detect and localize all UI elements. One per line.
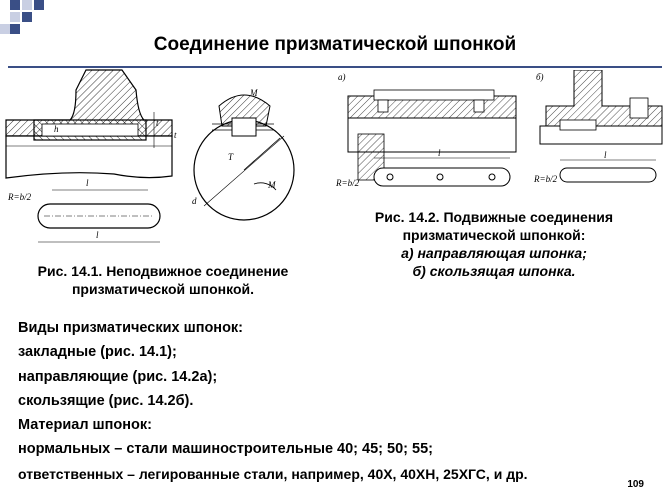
body-line-3: направляющие (рис. 14.2а); (18, 368, 218, 385)
label-d: d (192, 196, 197, 206)
body-line-2: закладные (рис. 14.1); (18, 344, 177, 361)
guide-key-plan (373, 167, 511, 187)
dim-h: h (54, 124, 59, 134)
label-mk: M (249, 88, 258, 98)
body-line-7: ответственных – легированные стали, напр… (18, 465, 528, 482)
dim-l-a: l (438, 148, 441, 158)
shaft-section (5, 135, 173, 179)
label-a: а) (338, 72, 346, 82)
figure-14-1-drawing: h t t M T d M l l R=b/2 (5, 69, 295, 243)
dim-l: l (96, 230, 99, 240)
label-t: T (228, 152, 234, 162)
body-line-4: скользящие (рис. 14.2б). (18, 392, 194, 409)
body-line-1: Виды призматических шпонок: (18, 320, 244, 336)
body-line-6: нормальных – стали машиностроительные 40… (18, 441, 433, 458)
sliding-shaft (539, 125, 663, 145)
dim-t1: t (156, 118, 159, 128)
corner-decoration (0, 0, 60, 36)
figure-14-2-drawing: а) б) l R=b/2 l R=b/2 (335, 70, 663, 188)
page-number: 109 (627, 479, 644, 490)
key-cross (231, 117, 257, 137)
dim-r: R=b/2 (7, 192, 32, 202)
sliding-key-plan (559, 167, 657, 183)
dim-t2: t (174, 130, 177, 140)
figure-14-1-caption: Рис. 14.1. Неподвижное соединение призма… (37, 263, 289, 297)
label-mk2: M (267, 180, 276, 190)
label-b: б) (536, 72, 544, 82)
dim-l-b: l (604, 150, 607, 160)
title-divider (8, 66, 662, 68)
slide-title: Соединение призматической шпонкой (153, 34, 517, 55)
dim-r-b: R=b/2 (533, 174, 558, 184)
dim-r-a: R=b/2 (335, 178, 360, 188)
body-line-5: Материал шпонок: (18, 417, 152, 434)
body-text: Виды призматических шпонок: закладные (р… (18, 316, 663, 486)
dim-lp: l (86, 178, 89, 188)
figure-14-2-caption: Рис. 14.2. Подвижные соединения призмати… (374, 209, 614, 279)
